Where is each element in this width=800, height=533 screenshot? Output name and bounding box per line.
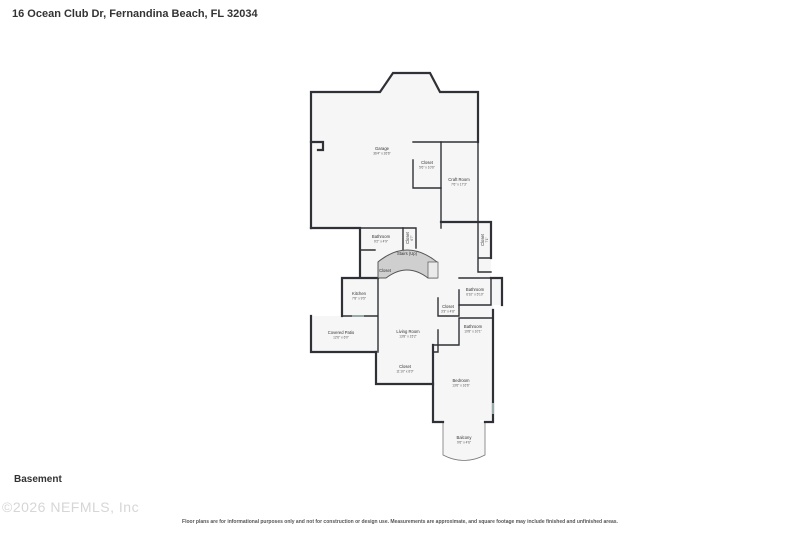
stairs-landing — [427, 261, 439, 279]
kitchen-label: Kitchen — [352, 291, 367, 296]
closet1-dims: 5'6" x 10'6" — [419, 166, 435, 170]
kitchen-dims: 7'8" x 9'5" — [352, 297, 366, 301]
disclaimer-text: Floor plans are for informational purpos… — [182, 519, 618, 525]
listing-address: 16 Ocean Club Dr, Fernandina Beach, FL 3… — [12, 8, 258, 20]
bathroom3-label: Bathroom — [464, 324, 483, 329]
east-wall-upper — [439, 220, 493, 260]
east-wall-mid — [489, 276, 504, 307]
craft-room-dims: 7'6" x 17'3" — [451, 183, 467, 187]
bathroom3-dims: 10'8" x 10'1" — [464, 330, 481, 334]
floor-level-label: Basement — [14, 474, 62, 485]
closet6-label: Closet — [399, 364, 412, 369]
balcony-dims: 9'6" x 4'6" — [457, 441, 471, 445]
bathroom2-walls — [458, 277, 492, 306]
bathroom2-dims: 6'10" x 5'10" — [466, 293, 483, 297]
closet2-label: Closet — [405, 231, 410, 244]
stairs-label: Stairs (Up) — [397, 251, 418, 256]
living-room-dims: 13'8" x 15'2" — [399, 335, 416, 339]
closet6-dims: 11'10" x 6'0" — [396, 370, 413, 374]
balcony-label: Balcony — [457, 435, 473, 440]
bedroom-label: Bedroom — [453, 378, 471, 383]
closet4-label: Closet — [379, 268, 392, 273]
small-closet-walls — [402, 221, 492, 273]
craft-room-label: Craft Room — [448, 177, 470, 182]
bedroom-dims: 13'6" x 16'6" — [452, 384, 469, 388]
garage-left-nook — [309, 140, 325, 152]
closet1-label: Closet — [421, 160, 434, 165]
closet5-dims: 3'3" x 4'8" — [441, 310, 455, 314]
closet3-label: Closet — [480, 233, 485, 246]
closet3-dims: 7'1" — [485, 237, 489, 242]
closet2-dims: 6'7" — [410, 235, 414, 240]
copyright-watermark: ©2026 NEFMLS, Inc — [2, 499, 140, 515]
balcony-area — [442, 422, 486, 461]
bathroom3-walls — [432, 317, 494, 346]
craft-room-walls — [440, 141, 479, 229]
covered-patio-dims: 12'6" x 6'0" — [333, 336, 349, 340]
bathroom2-label: Bathroom — [466, 287, 485, 292]
closet5-label: Closet — [442, 304, 455, 309]
garage-label: Garage — [375, 146, 390, 151]
garage-dims: 36'4" x 26'6" — [373, 152, 390, 156]
bathroom1-dims: 9'2" x 4'9" — [374, 240, 388, 244]
closet5-walls — [437, 297, 460, 317]
bathroom1-label: Bathroom — [372, 234, 391, 239]
closet-bottom-wall — [374, 350, 435, 386]
garage-wall — [309, 71, 480, 230]
living-room-label: Living Room — [396, 329, 420, 334]
covered-patio-label: Covered Patio — [328, 330, 355, 335]
bedroom-bottom-wall — [431, 343, 495, 424]
floor-area — [311, 73, 502, 422]
